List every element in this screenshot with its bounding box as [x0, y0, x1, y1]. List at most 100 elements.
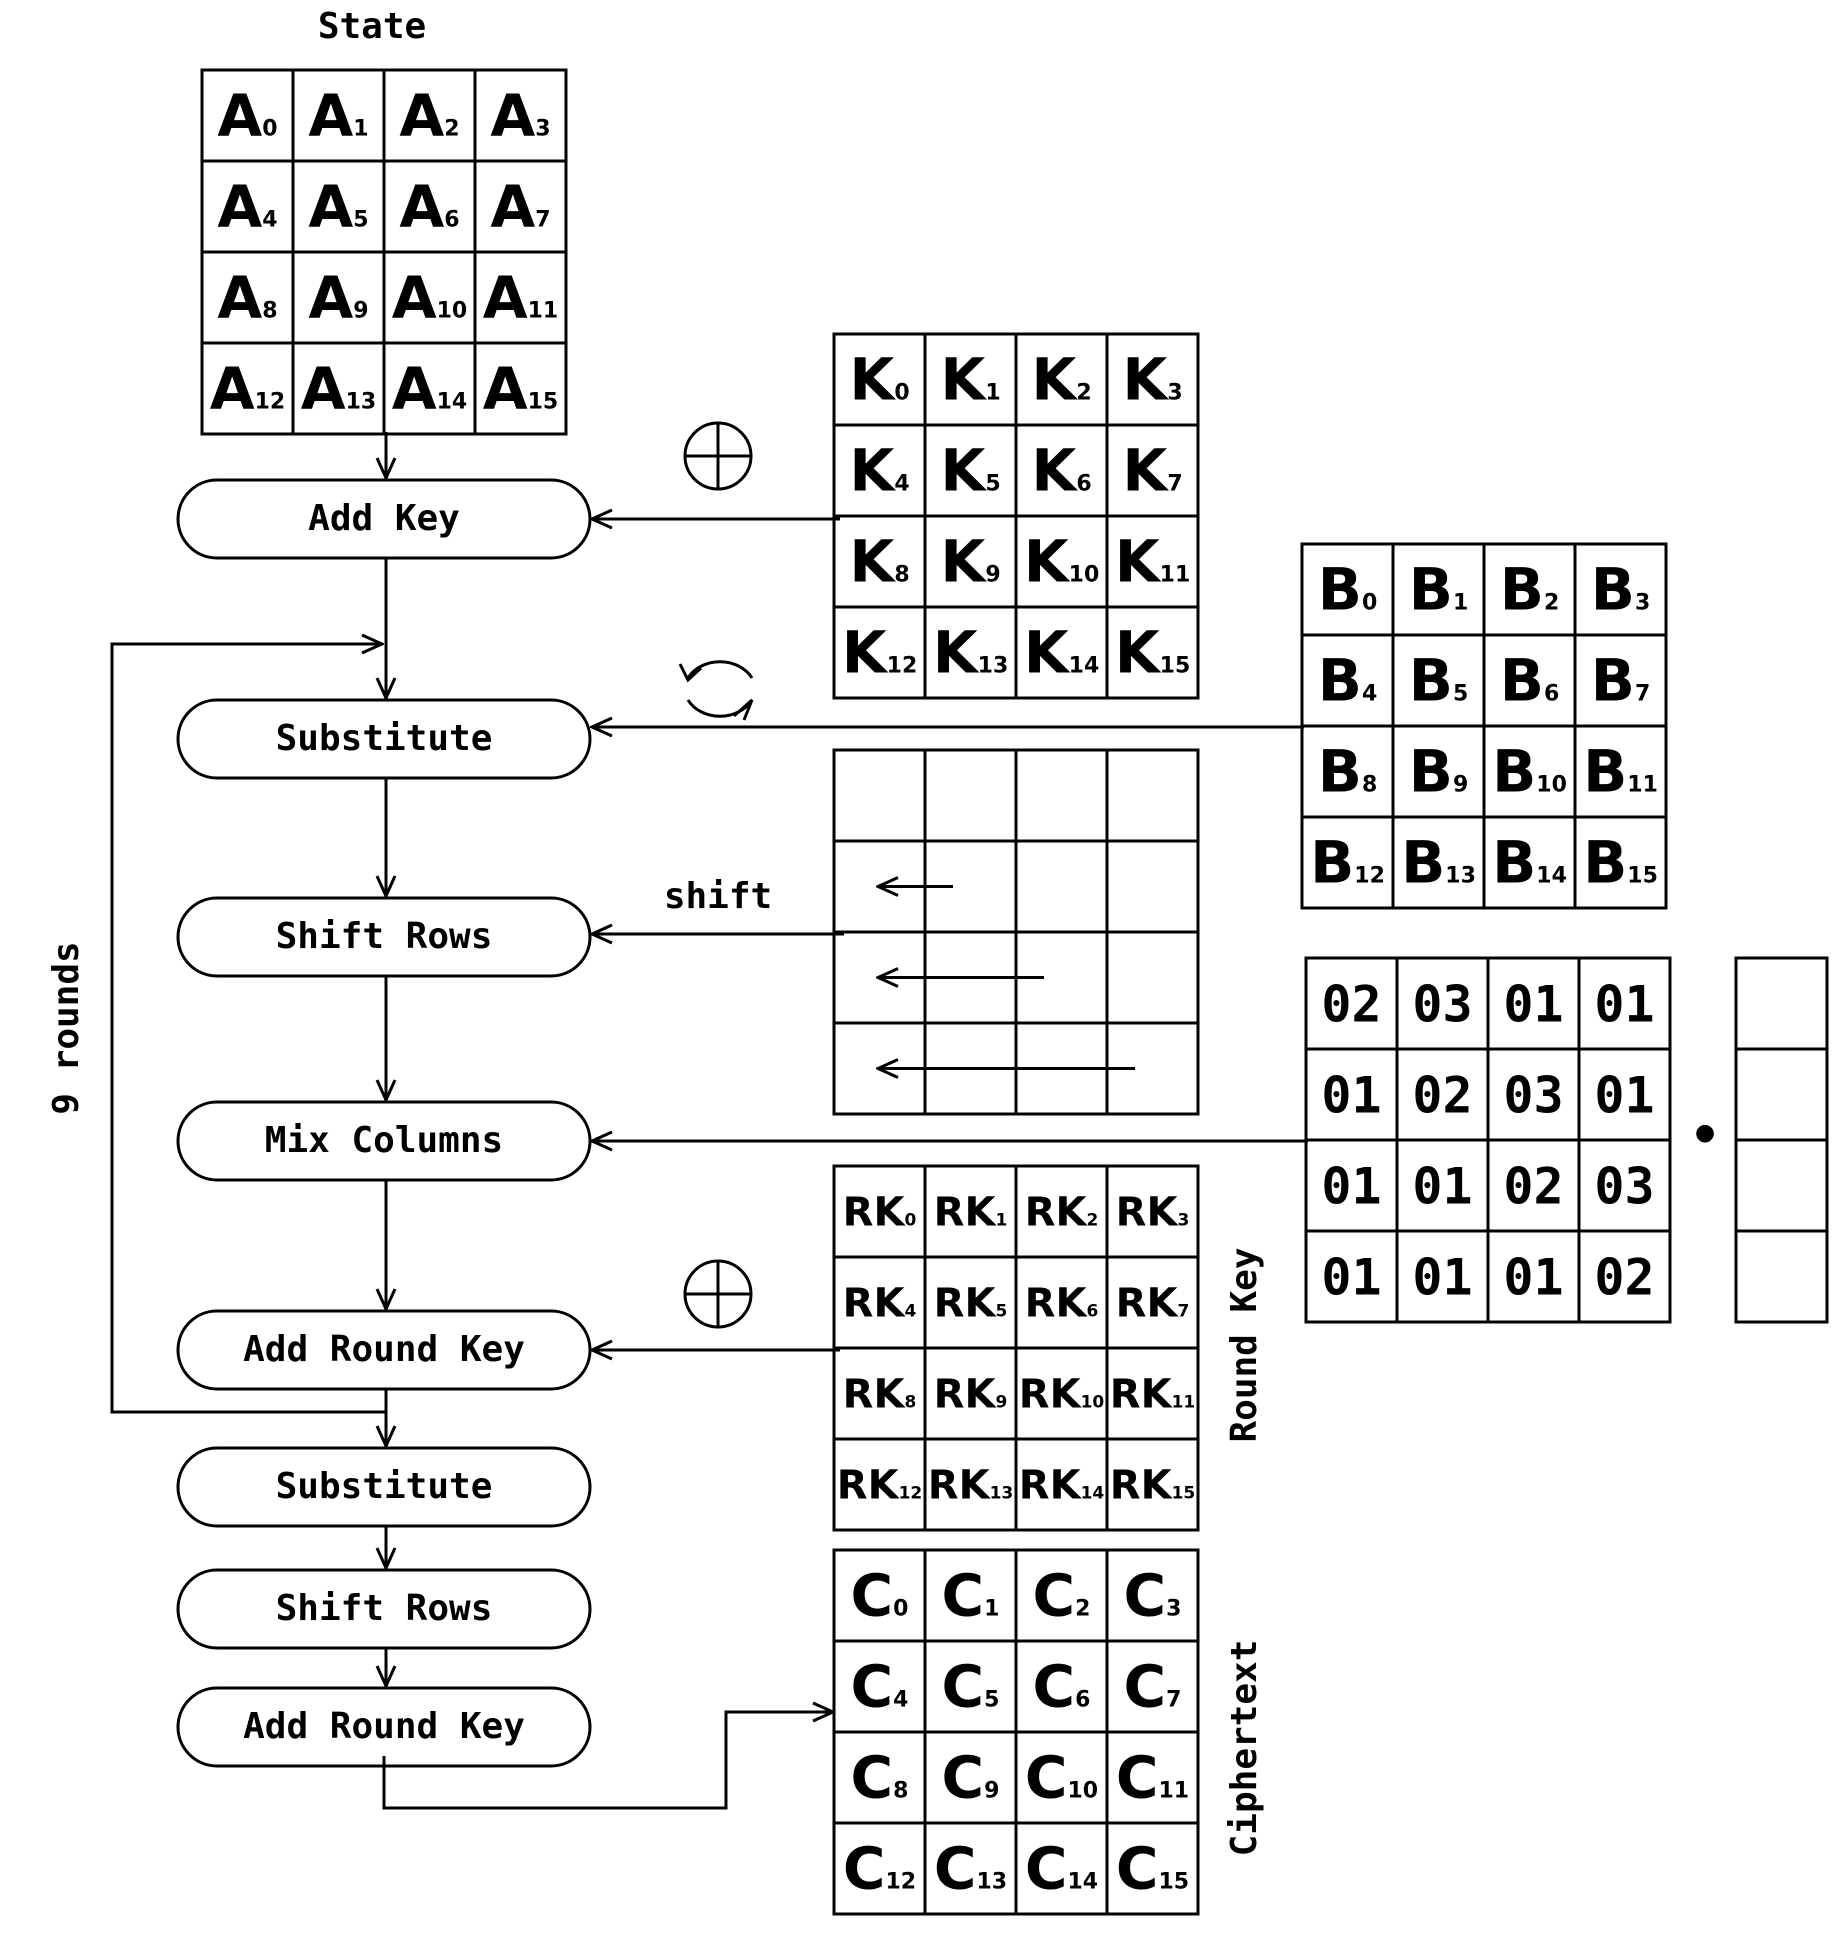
cell-letter: RK: [843, 1281, 907, 1327]
mix-cell: 03: [1412, 976, 1472, 1034]
cell-letter: K: [933, 619, 980, 687]
matrix-cell: C4: [851, 1653, 909, 1721]
mix-cell: 02: [1412, 1067, 1472, 1125]
final-shift-rows-label: Shift Rows: [276, 1588, 493, 1629]
cell-letter: K: [1031, 346, 1078, 414]
cell-letter: K: [849, 346, 896, 414]
mix-cell: 01: [1321, 1249, 1381, 1307]
matrix-cell: B13: [1401, 829, 1476, 897]
cell-index: 8: [904, 1393, 916, 1413]
matrix-cell: B1: [1409, 556, 1469, 624]
matrix-cell: RK9: [934, 1372, 1008, 1418]
mix-cell: 01: [1503, 1249, 1563, 1307]
cell-letter: C: [1033, 1653, 1076, 1721]
matrix-cell: A9: [308, 264, 368, 332]
mix-cell: 02: [1594, 1249, 1654, 1307]
cell-index: 8: [893, 1779, 908, 1804]
cell-letter: C: [1116, 1835, 1159, 1903]
cell-letter: RK: [1025, 1190, 1089, 1236]
cell-letter: C: [1124, 1562, 1167, 1630]
matrix-cell: K2: [1031, 346, 1091, 414]
mix-cell: 02: [1503, 1158, 1563, 1216]
cell-index: 8: [894, 563, 909, 588]
cell-index: 4: [904, 1302, 916, 1322]
substitute-label: Substitute: [276, 718, 493, 759]
cell-letter: A: [210, 355, 255, 423]
matrix-cell: RK6: [1025, 1281, 1099, 1327]
cell-index: 5: [995, 1302, 1007, 1322]
cell-letter: K: [940, 528, 987, 596]
matrix-cell: A2: [399, 82, 459, 150]
cell-index: 3: [535, 117, 550, 142]
cell-index: 9: [353, 299, 368, 324]
matrix-cell: A1: [308, 82, 368, 150]
cell-letter: A: [217, 264, 262, 332]
matrix-cell: A13: [301, 355, 377, 423]
cell-index: 8: [262, 299, 277, 324]
cell-index: 9: [995, 1393, 1007, 1413]
cell-index: 6: [1086, 1302, 1098, 1322]
matrix-cell: A5: [308, 173, 368, 241]
cell-letter: K: [1024, 528, 1071, 596]
matrix-cell: K6: [1031, 437, 1091, 505]
matrix-cell: K9: [940, 528, 1000, 596]
cell-letter: A: [392, 355, 437, 423]
cell-index: 12: [885, 1870, 916, 1895]
cell-letter: K: [1122, 437, 1169, 505]
cell-letter: B: [1492, 829, 1536, 897]
cell-letter: K: [940, 346, 987, 414]
matrix-cell: RK0: [843, 1190, 917, 1236]
matrix-cell: K8: [849, 528, 909, 596]
cell-letter: K: [842, 619, 889, 687]
cell-letter: K: [849, 437, 896, 505]
final-add-round-key-label: Add Round Key: [243, 1706, 525, 1747]
cell-index: 6: [1075, 1688, 1090, 1713]
cell-letter: A: [490, 82, 535, 150]
cell-index: 13: [1445, 864, 1476, 889]
matrix-cell: RK1: [934, 1190, 1008, 1236]
cell-index: 0: [894, 381, 909, 406]
cell-letter: B: [1591, 647, 1635, 715]
cell-letter: B: [1409, 647, 1453, 715]
cell-letter: C: [851, 1744, 894, 1812]
matrix-cell: C12: [843, 1835, 916, 1903]
cell-index: 0: [904, 1211, 916, 1231]
cell-index: 7: [1177, 1302, 1189, 1322]
add-key-step: Add Key: [176, 478, 592, 560]
mix-cell: 02: [1321, 976, 1381, 1034]
matrix-cell: B12: [1310, 829, 1385, 897]
final-add-round-key-step: Add Round Key: [176, 1686, 592, 1768]
cell-letter: B: [1583, 738, 1627, 806]
cell-letter: K: [1024, 619, 1071, 687]
shift-rows-step: Shift Rows: [176, 896, 592, 978]
cell-letter: C: [1025, 1744, 1068, 1812]
cell-index: 0: [262, 117, 277, 142]
cell-letter: B: [1318, 647, 1362, 715]
cell-index: 10: [1069, 563, 1100, 588]
cell-letter: A: [308, 264, 353, 332]
matrix-cell: K14: [1024, 619, 1100, 687]
cell-letter: A: [217, 173, 262, 241]
cell-letter: A: [308, 173, 353, 241]
cell-index: 15: [1158, 1870, 1189, 1895]
cell-index: 14: [1081, 1484, 1105, 1504]
matrix-cell: B11: [1583, 738, 1658, 806]
cell-index: 14: [437, 390, 468, 415]
mix-cell: 01: [1321, 1158, 1381, 1216]
matrix-cell: C6: [1033, 1653, 1091, 1721]
cell-letter: A: [392, 264, 437, 332]
cell-index: 10: [437, 299, 468, 324]
mix-cell: 01: [1594, 1067, 1654, 1125]
cell-index: 14: [1069, 654, 1100, 679]
cell-index: 3: [1166, 1597, 1181, 1622]
state-title: State: [318, 6, 426, 47]
matrix-cell: B0: [1318, 556, 1378, 624]
cell-index: 15: [1160, 654, 1191, 679]
matrix-cell: RK2: [1025, 1190, 1099, 1236]
matrix-cell: K4: [849, 437, 909, 505]
cell-index: 11: [1158, 1779, 1189, 1804]
cell-letter: RK: [1116, 1190, 1180, 1236]
cell-index: 1: [985, 381, 1000, 406]
matrix-cell: C11: [1116, 1744, 1189, 1812]
